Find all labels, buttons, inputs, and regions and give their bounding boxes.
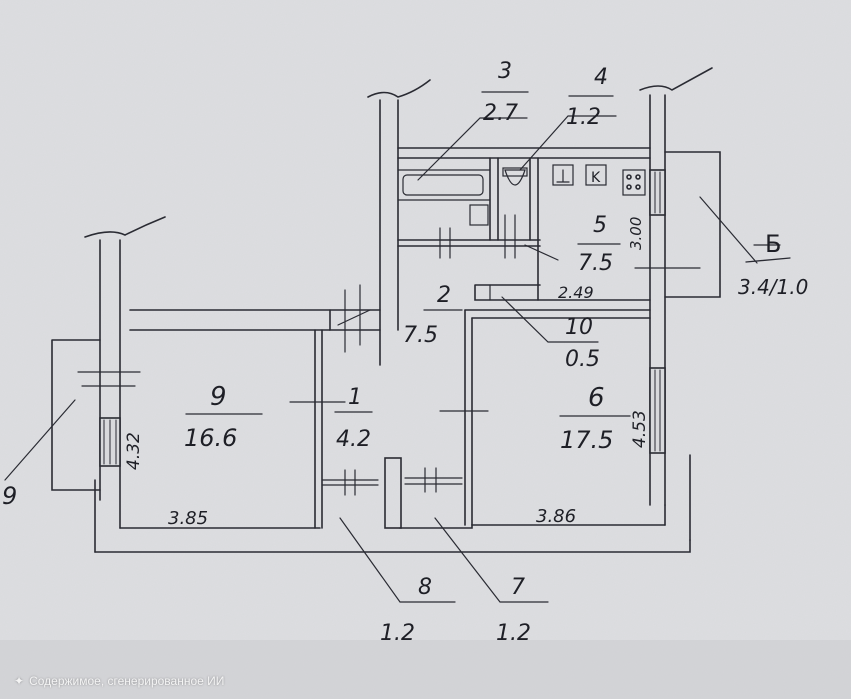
room-6-area: 17.5	[560, 426, 613, 454]
stove-label: K	[591, 170, 601, 186]
room-1-number: 1	[348, 385, 362, 410]
room-5-number: 5	[593, 213, 607, 238]
leader-room-7	[434, 517, 549, 603]
room-3-area: 2.7	[483, 101, 518, 126]
room-8-area: 1.2	[380, 621, 415, 646]
room-6-depth: 4.53	[630, 410, 650, 448]
room-9-number: 9	[210, 382, 227, 412]
room-7-area: 1.2	[496, 621, 531, 646]
leader-room-4	[519, 115, 617, 171]
room-5-area: 7.5	[578, 251, 613, 276]
room-10-number: 10	[565, 315, 593, 340]
leader-balcony-b	[699, 196, 781, 264]
balcony-b-area: 3.4/1.0	[738, 275, 808, 299]
room-9-area: 16.6	[184, 424, 237, 452]
room-6-number: 6	[588, 383, 605, 413]
leader-room-8	[339, 517, 456, 603]
room-4-number: 4	[594, 65, 608, 90]
leader-left-balcony	[4, 399, 76, 481]
room-8-number: 8	[418, 575, 432, 600]
ai-content-text: Содержимое, сгенерированное ИИ	[29, 674, 225, 688]
left-balcony	[51, 339, 101, 491]
room-5-depth: 3.00	[627, 217, 645, 250]
ai-content-notice: ✦ Содержимое, сгенерированное ИИ	[14, 674, 224, 688]
room-5-width: 2.49	[558, 283, 594, 302]
room-4-area: 1.2	[566, 105, 601, 130]
room-9-depth: 4.32	[124, 432, 144, 470]
room-2-number: 2	[437, 283, 451, 308]
left-balcony-label: 9	[2, 482, 17, 510]
leader-room-10	[501, 296, 599, 343]
sparkle-icon: ✦	[14, 674, 25, 688]
room-3-number: 3	[498, 59, 512, 84]
room-6-width: 3.86	[536, 506, 576, 527]
room-2-area: 7.5	[403, 323, 438, 348]
balcony-b-label: Б	[765, 230, 781, 258]
leader-room-3	[417, 117, 528, 181]
right-balcony	[664, 151, 721, 298]
walls	[4, 67, 791, 603]
room-1-area: 4.2	[336, 427, 371, 452]
central-riser	[379, 99, 399, 366]
room-9-width: 3.85	[168, 508, 208, 529]
room-10-area: 0.5	[565, 347, 600, 372]
room-7-number: 7	[511, 575, 525, 600]
